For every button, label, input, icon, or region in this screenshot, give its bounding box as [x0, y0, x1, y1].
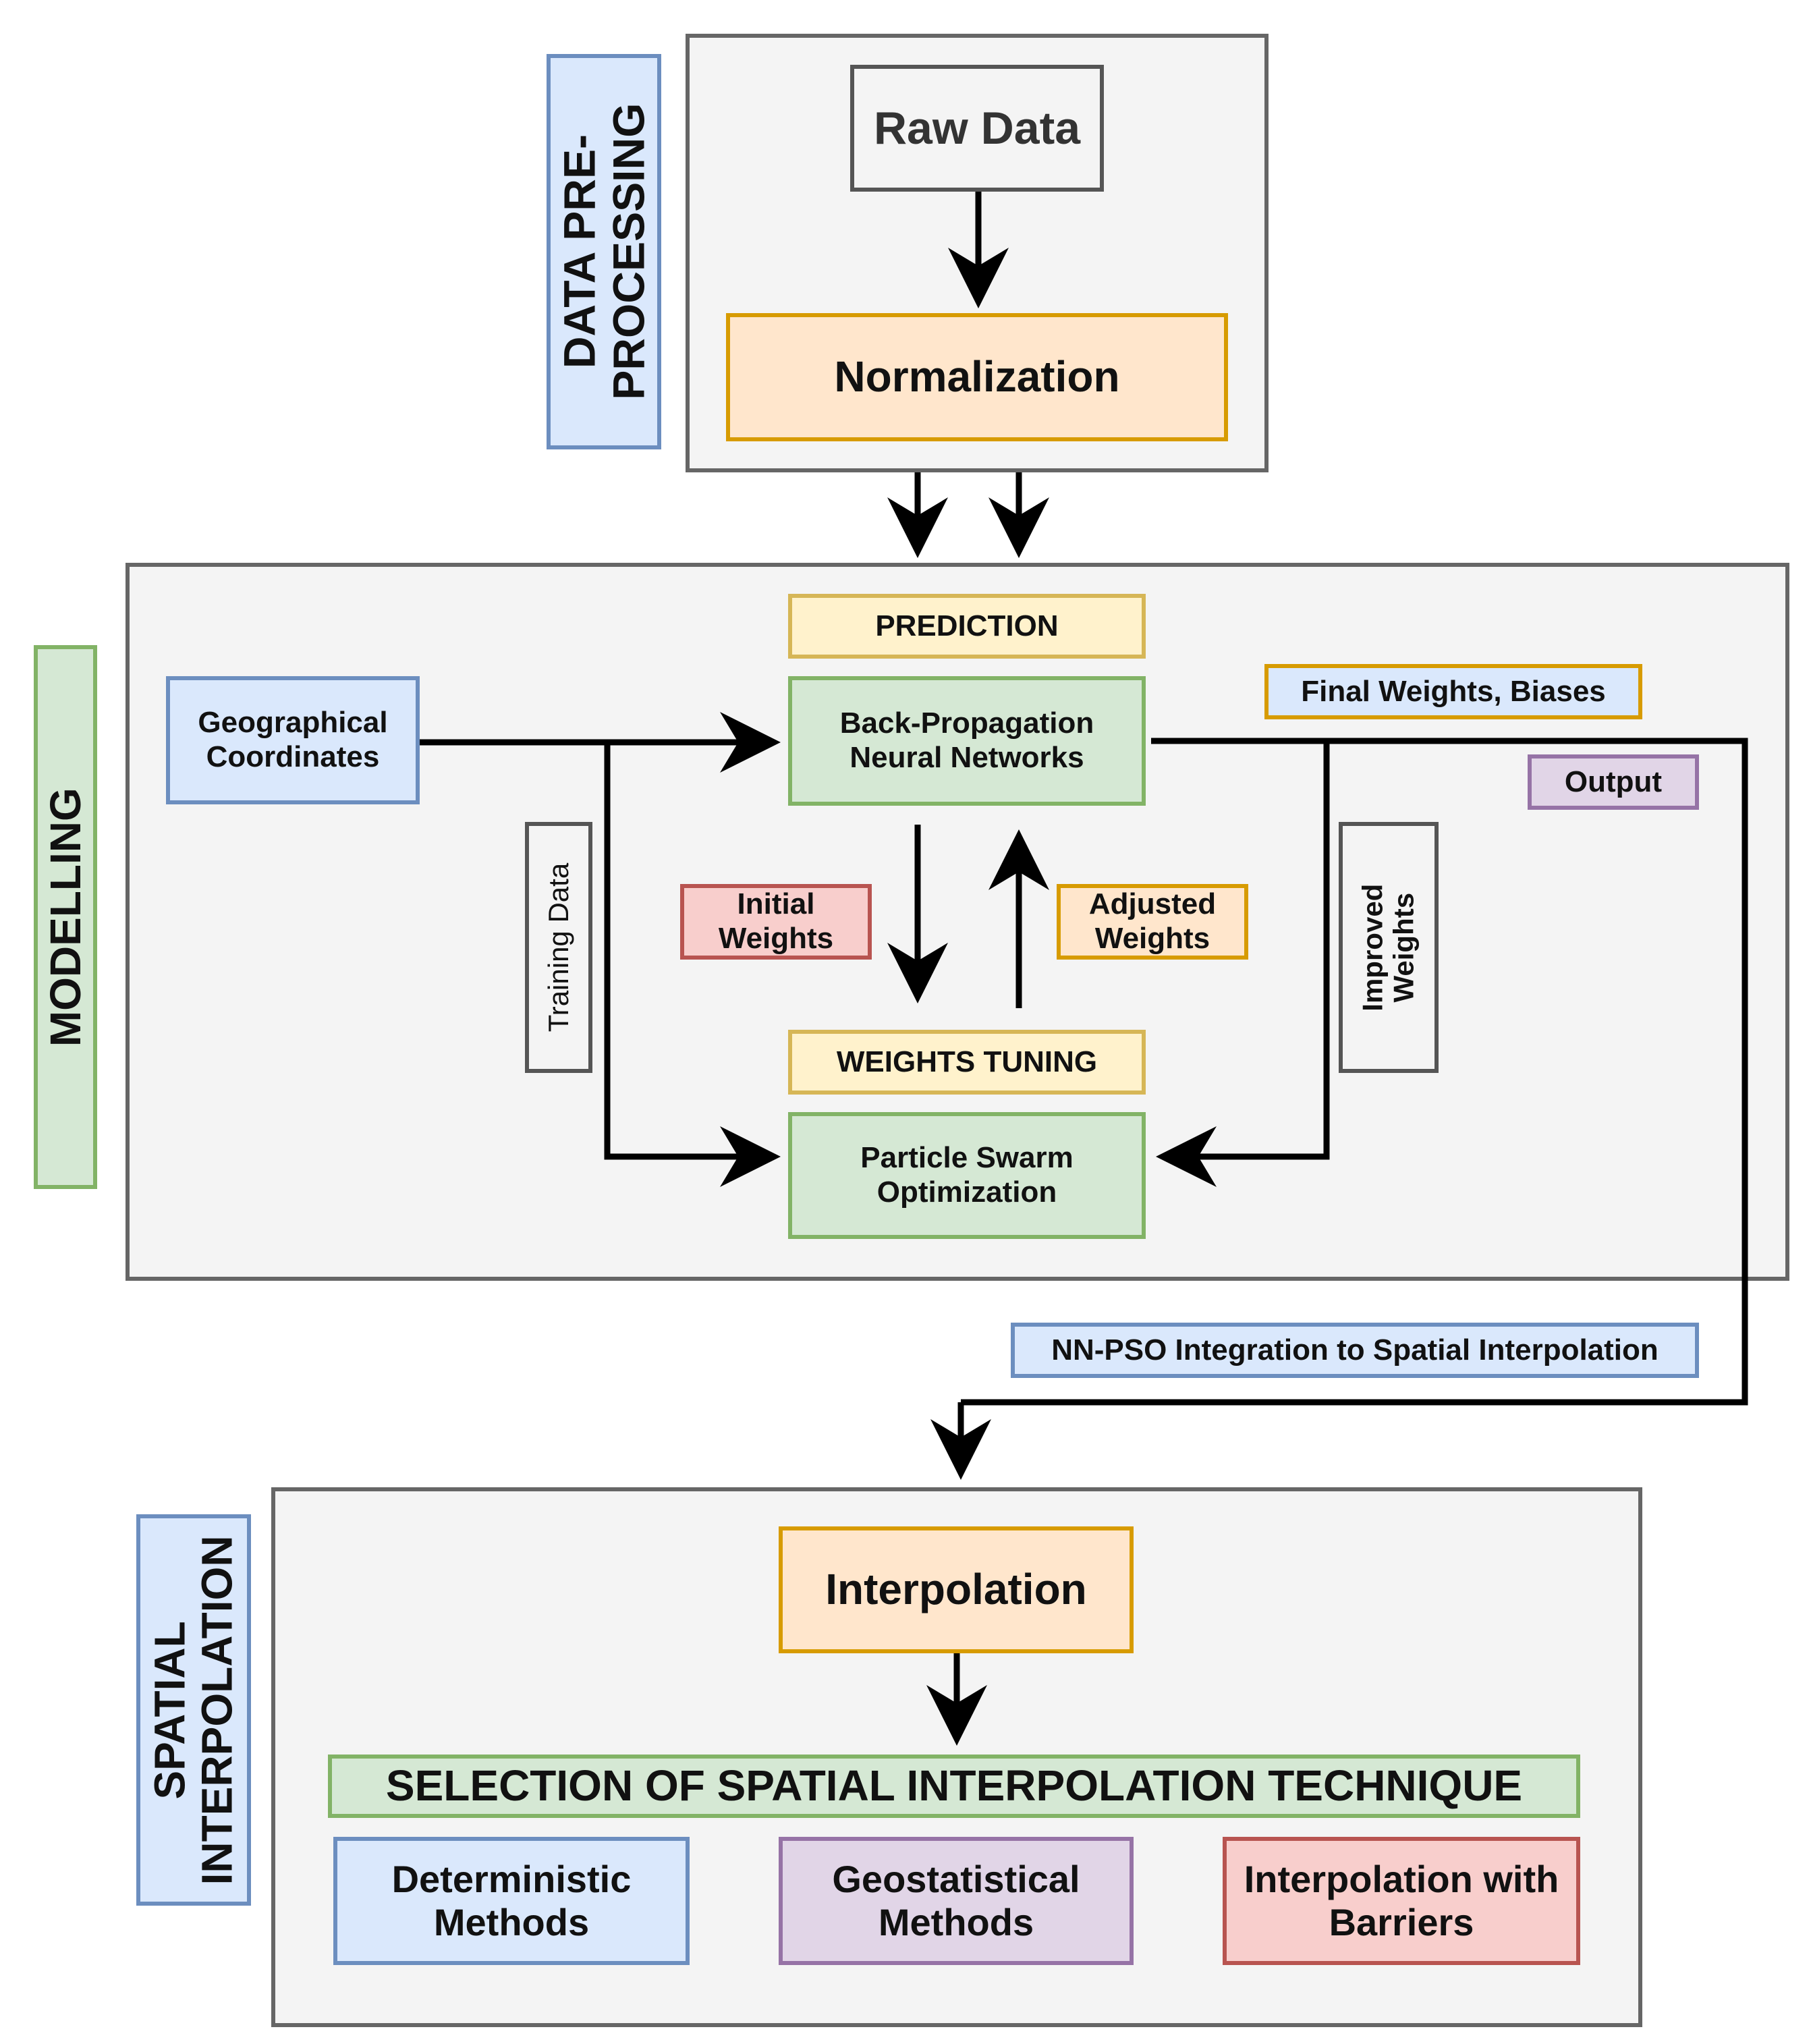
barriers-methods-text: Interpolation with Barriers: [1244, 1857, 1559, 1943]
selection-label: SELECTION OF SPATIAL INTERPOLATION TECHN…: [328, 1755, 1580, 1818]
raw-data-text: Raw Data: [873, 102, 1081, 154]
line-bpnn-output: [961, 738, 1748, 1406]
arrow-training-to-pso: [604, 742, 781, 1187]
weights-tuning-label: WEIGHTS TUNING: [788, 1030, 1146, 1095]
normalization-box: Normalization: [726, 313, 1228, 441]
training-data-label: Training Data: [525, 822, 592, 1073]
raw-data-box: Raw Data: [850, 65, 1104, 192]
final-weights-text: Final Weights, Biases: [1301, 674, 1606, 708]
output-text: Output: [1564, 765, 1663, 798]
section-label-spatial: SPATIAL INTERPOLATION: [136, 1514, 251, 1906]
section-label-preprocessing: DATA PRE- PROCESSING: [547, 54, 661, 449]
pso-text: Particle Swarm Optimization: [860, 1141, 1074, 1209]
geostatistical-methods-text: Geostatistical Methods: [832, 1857, 1080, 1943]
adjusted-weights-label: Adjusted Weights: [1057, 884, 1248, 960]
arrow-improved-to-pso: [1156, 741, 1330, 1187]
pso-box: Particle Swarm Optimization: [788, 1112, 1146, 1239]
geo-coords-text: Geographical Coordinates: [198, 706, 388, 773]
interpolation-box: Interpolation: [779, 1526, 1134, 1653]
geostatistical-methods-box: Geostatistical Methods: [779, 1837, 1134, 1965]
deterministic-methods-box: Deterministic Methods: [333, 1837, 690, 1965]
weights-tuning-text: WEIGHTS TUNING: [836, 1045, 1098, 1078]
selection-text: SELECTION OF SPATIAL INTERPOLATION TECHN…: [385, 1761, 1523, 1811]
barriers-methods-box: Interpolation with Barriers: [1223, 1837, 1580, 1965]
normalization-text: Normalization: [834, 352, 1120, 402]
prediction-text: PREDICTION: [875, 609, 1059, 642]
adjusted-weights-text: Adjusted Weights: [1088, 887, 1217, 955]
improved-weights-label: Improved Weights: [1339, 822, 1439, 1073]
deterministic-methods-text: Deterministic Methods: [391, 1857, 632, 1943]
section-label-modelling: MODELLING: [34, 645, 97, 1189]
bpnn-text: Back-Propagation Neural Networks: [839, 707, 1094, 774]
improved-weights-text: Improved Weights: [1356, 883, 1420, 1012]
nn-pso-integration-text: NN-PSO Integration to Spatial Interpolat…: [1051, 1333, 1659, 1366]
final-weights-label: Final Weights, Biases: [1264, 664, 1642, 719]
bpnn-box: Back-Propagation Neural Networks: [788, 676, 1146, 806]
nn-pso-integration-label: NN-PSO Integration to Spatial Interpolat…: [1011, 1323, 1699, 1378]
output-label: Output: [1528, 754, 1699, 810]
prediction-label: PREDICTION: [788, 594, 1146, 659]
initial-weights-text: Initial Weights: [718, 887, 834, 955]
interpolation-text: Interpolation: [825, 1565, 1087, 1614]
training-data-text: Training Data: [542, 862, 574, 1032]
geo-coords-box: Geographical Coordinates: [166, 676, 420, 804]
initial-weights-label: Initial Weights: [680, 884, 872, 960]
